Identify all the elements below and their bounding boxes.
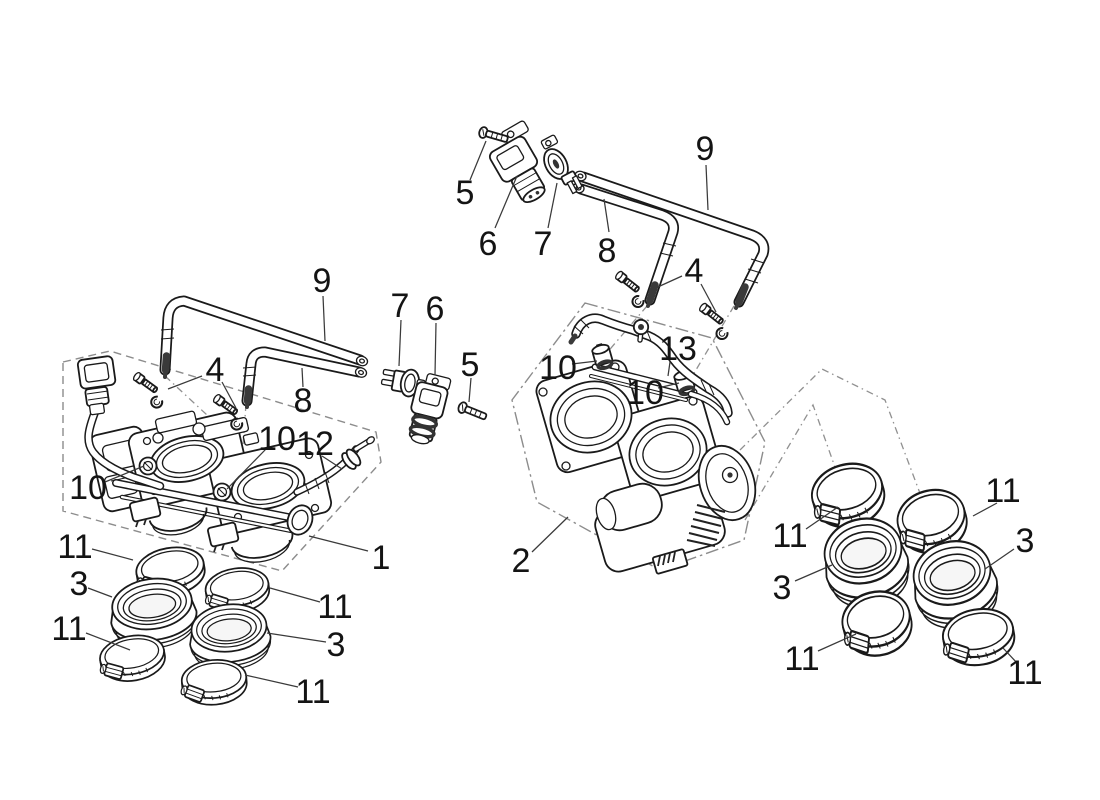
callout-11-20: 11	[57, 528, 92, 566]
assembly-1-boundary	[62, 350, 382, 572]
leader-line	[468, 377, 472, 403]
callout-11-28: 11	[784, 640, 819, 678]
callout-3-27: 3	[773, 569, 792, 607]
leader-line	[398, 319, 402, 367]
leader-line	[705, 164, 709, 211]
screw-5-top	[478, 126, 509, 143]
leader-line	[221, 381, 237, 409]
leader-line	[531, 516, 569, 553]
throttle-body-assembly-2	[535, 313, 757, 575]
map-sensor-top	[488, 120, 546, 204]
callout-6-10: 6	[426, 290, 445, 328]
leader-line	[667, 361, 671, 377]
leader-line	[571, 360, 598, 365]
leader-line	[648, 275, 683, 292]
leader-line	[87, 587, 113, 598]
leader-line	[266, 632, 327, 643]
leader-line	[321, 455, 343, 470]
callout-12-14: 12	[296, 425, 334, 463]
callout-11-29: 11	[985, 472, 1020, 510]
mount-screw	[125, 370, 171, 411]
callout-9-6: 9	[313, 262, 332, 300]
fuel-hose-8-left	[241, 346, 368, 409]
fuel-hose-8-right	[572, 182, 679, 308]
callout-8-7: 8	[294, 382, 313, 420]
map-sensor-mid	[408, 373, 452, 445]
callout-1-15: 1	[372, 539, 391, 577]
leader-line	[700, 283, 717, 313]
leader-line	[167, 375, 203, 390]
callout-11-31: 11	[1007, 654, 1042, 692]
leader-line	[301, 367, 304, 388]
hose-clamp	[176, 656, 250, 709]
leader-line	[794, 564, 833, 582]
leader-line	[817, 633, 857, 652]
leader-line	[972, 502, 998, 517]
leader-line	[603, 198, 610, 233]
callout-3-21: 3	[70, 565, 89, 603]
leader-line	[91, 548, 134, 561]
fuel-hose-9-right	[574, 170, 770, 310]
leader-line	[469, 140, 487, 181]
screw-5-mid	[457, 401, 488, 421]
throttle-body-assembly-1	[76, 355, 375, 563]
callout-4-5: 4	[685, 252, 704, 290]
leader-line	[244, 674, 299, 688]
callout-10-17: 10	[539, 349, 577, 387]
callout-7-2: 7	[534, 225, 553, 263]
callout-8-3: 8	[598, 232, 617, 270]
leader-line	[104, 465, 145, 483]
callout-13-16: 13	[659, 330, 697, 368]
callout-3-30: 3	[1016, 522, 1035, 560]
callout-4-8: 4	[206, 351, 225, 389]
callout-11-25: 11	[295, 673, 330, 711]
callout-11-22: 11	[51, 610, 86, 648]
leader-line	[1002, 647, 1019, 665]
callout-10-13: 10	[258, 420, 296, 458]
leader-line	[308, 535, 369, 552]
callout-2-19: 2	[512, 542, 531, 580]
fuel-hose-9-left	[159, 295, 369, 379]
callout-3-24: 3	[327, 626, 346, 664]
leader-line	[226, 448, 267, 490]
callout-5-0: 5	[456, 174, 475, 212]
callout-7-9: 7	[391, 287, 410, 325]
leader-line	[805, 506, 839, 530]
mount-screw	[607, 269, 652, 311]
leader-line	[494, 175, 518, 229]
leader-line	[657, 382, 680, 389]
leader-line	[322, 295, 326, 342]
callout-6-1: 6	[479, 225, 498, 263]
sensor-top	[540, 134, 583, 195]
callout-11-23: 11	[317, 588, 352, 626]
callout-9-4: 9	[696, 130, 715, 168]
leader-line	[434, 322, 437, 376]
leader-line	[547, 182, 558, 229]
callout-10-12: 10	[69, 469, 107, 507]
callout-11-26: 11	[772, 517, 807, 555]
leader-line	[85, 632, 131, 651]
leader-line	[984, 548, 1015, 570]
assembly-2-boundary	[511, 302, 766, 571]
leader-line	[269, 587, 321, 603]
callout-5-11: 5	[461, 346, 480, 384]
callout-10-18: 10	[626, 374, 664, 412]
